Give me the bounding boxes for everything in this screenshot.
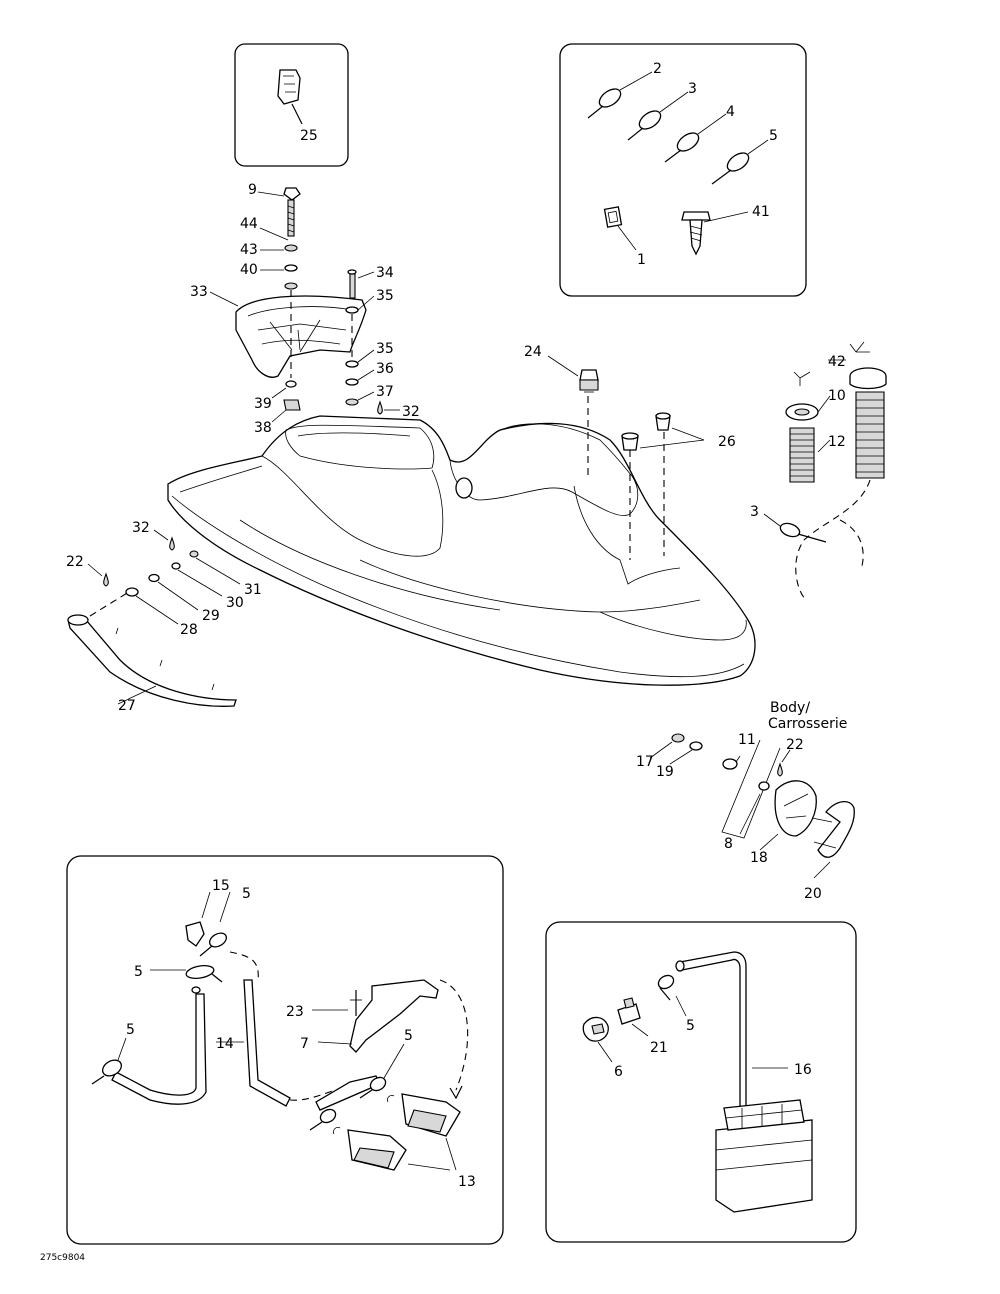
inset-box-vent-tube xyxy=(545,921,857,1243)
callout-5b: 5 xyxy=(242,886,251,902)
inset-box-hoses xyxy=(66,855,504,1245)
clamp-2 xyxy=(587,71,653,119)
callout-40: 40 xyxy=(240,262,258,278)
plugs-26 xyxy=(621,412,705,451)
watercraft-body xyxy=(167,396,756,686)
grommet-part xyxy=(277,69,303,125)
callout-41: 41 xyxy=(752,204,770,220)
callout-11: 11 xyxy=(738,732,756,748)
reference-code: 275c9804 xyxy=(40,1253,85,1263)
fitting-24 xyxy=(547,355,599,393)
callout-18: 18 xyxy=(750,850,768,866)
callout-28: 28 xyxy=(180,622,198,638)
callout-5: 5 xyxy=(769,128,778,144)
inset-box-clamps xyxy=(559,43,807,297)
callout-5f: 5 xyxy=(686,1018,695,1034)
callout-19: 19 xyxy=(656,764,674,780)
callout-20: 20 xyxy=(804,886,822,902)
callout-29: 29 xyxy=(202,608,220,624)
callout-22a: 22 xyxy=(66,554,84,570)
hook-assembly xyxy=(649,733,855,879)
callout-25: 25 xyxy=(300,128,318,144)
loctite-drop-icon xyxy=(103,572,109,587)
callout-5e: 5 xyxy=(404,1028,413,1044)
callout-26: 26 xyxy=(718,434,736,450)
callout-31: 31 xyxy=(244,582,262,598)
callout-2: 2 xyxy=(653,61,662,77)
callout-10: 10 xyxy=(828,388,846,404)
callout-44: 44 xyxy=(240,216,258,232)
callout-32b: 32 xyxy=(132,520,150,536)
callout-22b: 22 xyxy=(786,737,804,753)
rub-rail xyxy=(67,529,241,707)
callout-13: 13 xyxy=(458,1174,476,1190)
callout-39: 39 xyxy=(254,396,272,412)
callout-42: 42 xyxy=(828,354,846,370)
body-note-line1: Body/ xyxy=(770,700,810,716)
callout-21: 21 xyxy=(650,1040,668,1056)
callout-43: 43 xyxy=(240,242,258,258)
callout-5c: 5 xyxy=(134,964,143,980)
callout-24: 24 xyxy=(524,344,542,360)
clamp-4 xyxy=(664,113,727,163)
callout-3b: 3 xyxy=(750,504,759,520)
body-note-line2: Carrosserie xyxy=(768,716,847,732)
callout-35b: 35 xyxy=(376,341,394,357)
callout-1: 1 xyxy=(637,252,646,268)
callout-15: 15 xyxy=(212,878,230,894)
callout-23: 23 xyxy=(286,1004,304,1020)
loctite-drop-icon xyxy=(777,762,783,777)
vent-tube-inset-parts xyxy=(582,951,813,1213)
loctite-drop-icon xyxy=(377,400,383,415)
clamp-5-inset xyxy=(711,139,769,185)
callout-14: 14 xyxy=(216,1036,234,1052)
screw-41 xyxy=(681,211,749,256)
callout-33: 33 xyxy=(190,284,208,300)
callout-34: 34 xyxy=(376,265,394,281)
spring-10-12 xyxy=(789,391,885,483)
spring-stack xyxy=(763,341,887,601)
callout-32a: 32 xyxy=(402,404,420,420)
callout-27: 27 xyxy=(118,698,136,714)
callout-4: 4 xyxy=(726,104,735,120)
callout-7: 7 xyxy=(300,1036,309,1052)
hose-inset-parts xyxy=(91,891,469,1171)
callout-30: 30 xyxy=(226,595,244,611)
clamp-set xyxy=(587,71,769,256)
callout-35a: 35 xyxy=(376,288,394,304)
callout-38: 38 xyxy=(254,420,272,436)
part-labels: 25 2 3 4 5 41 1 9 44 43 40 33 34 35 35 3… xyxy=(40,61,847,1263)
clip-1 xyxy=(603,206,637,251)
callout-3: 3 xyxy=(688,81,697,97)
inset-box-grommet xyxy=(234,43,349,167)
callout-8: 8 xyxy=(724,836,733,852)
callout-36: 36 xyxy=(376,361,394,377)
callout-12: 12 xyxy=(828,434,846,450)
callout-5d: 5 xyxy=(126,1022,135,1038)
clamp-3 xyxy=(627,91,689,141)
callout-9: 9 xyxy=(248,182,257,198)
callout-37: 37 xyxy=(376,384,394,400)
callout-16: 16 xyxy=(794,1062,812,1078)
callout-17: 17 xyxy=(636,754,654,770)
callout-6: 6 xyxy=(614,1064,623,1080)
handle-assembly xyxy=(209,187,400,423)
loctite-drop-icon xyxy=(169,536,175,551)
